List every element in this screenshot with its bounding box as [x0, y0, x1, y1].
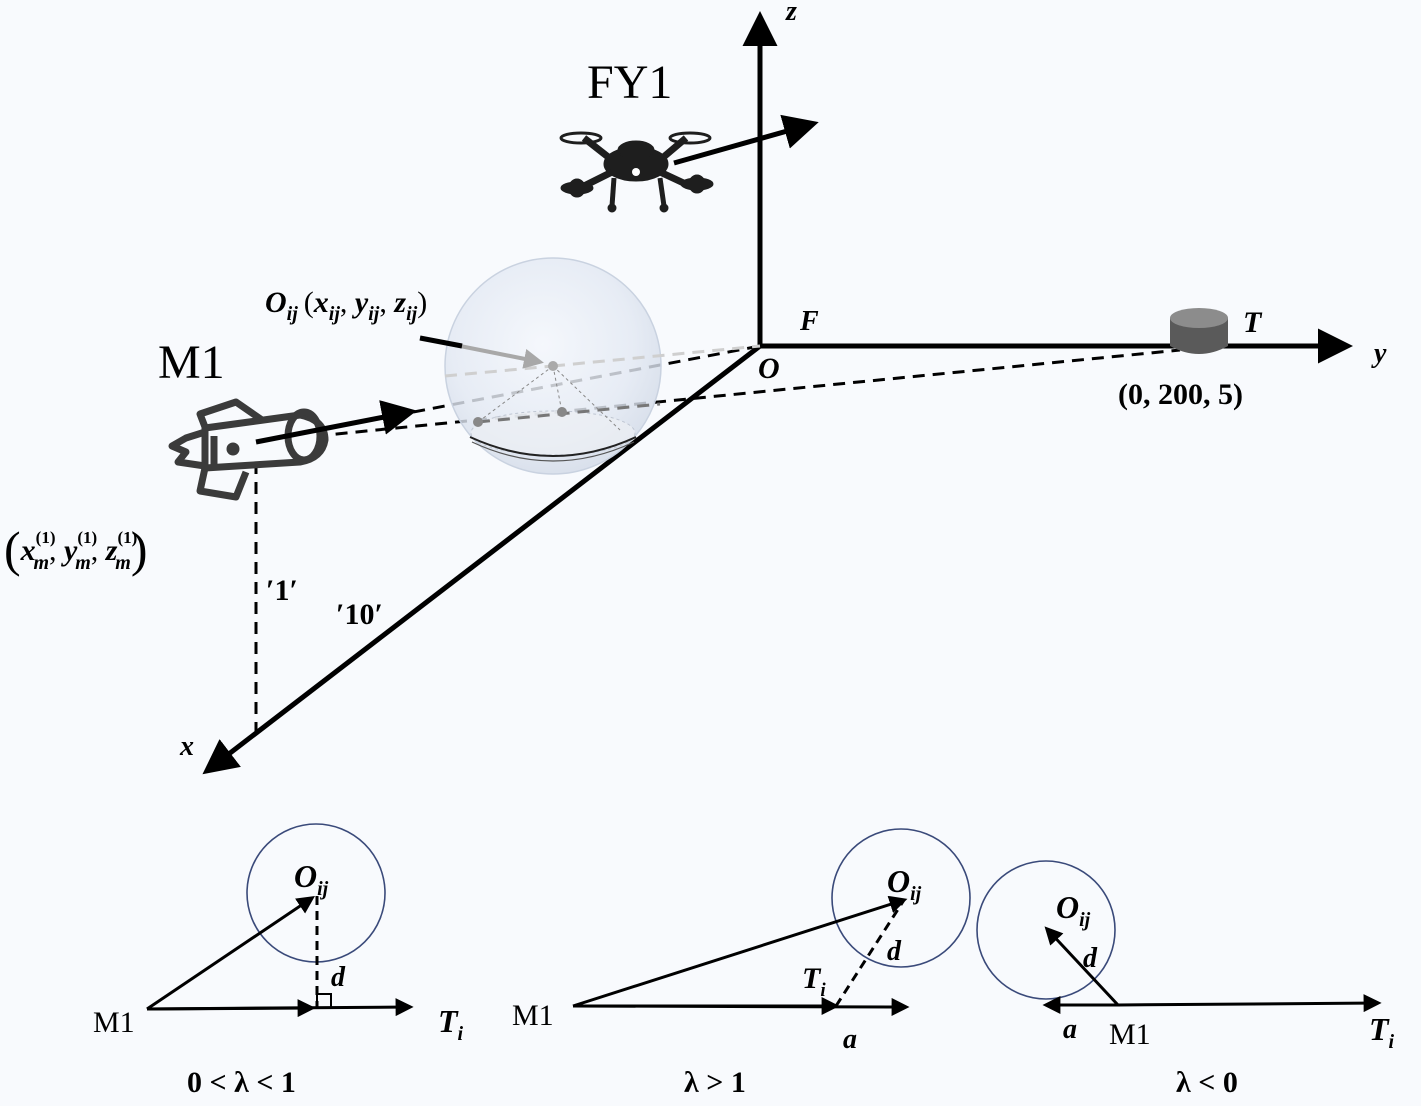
- case-1-distance-label: d: [331, 962, 346, 993]
- case-3-distance-label: d: [1083, 943, 1098, 974]
- smoke-sphere: [419, 257, 761, 475]
- sphere-inner-dashed-2: [477, 402, 661, 424]
- case-3-vector-to-center: [1044, 926, 1120, 1007]
- drone-icon: [559, 131, 714, 213]
- smoke-center-point: [548, 361, 558, 371]
- case-1-projection-arrow: [146, 999, 316, 1018]
- z-axis-label: z: [785, 0, 797, 27]
- distance-label-10: ′10′: [336, 598, 383, 631]
- case-2-diagram: M1 Oij d Ti a λ > 1: [512, 828, 971, 1099]
- case-3-diagram: Oij d a M1 Ti λ < 0: [976, 860, 1395, 1099]
- y-axis-label: y: [1371, 338, 1387, 369]
- smoke-center-label: Oij(xij, yij, zij): [265, 286, 427, 325]
- case-2-center-label: Oij: [887, 863, 922, 905]
- case-2-vector-to-center: [572, 895, 908, 1008]
- case-1-condition: 0 < λ < 1: [187, 1066, 296, 1099]
- missile-label: M1: [158, 336, 225, 389]
- case-1-vector-to-center: [146, 895, 315, 1011]
- case-2-distance-line: [834, 899, 906, 1007]
- target-icon: [1170, 308, 1228, 354]
- missile-velocity-arrow: [255, 400, 417, 445]
- case-2-condition: λ > 1: [684, 1066, 746, 1099]
- missile-icon: [168, 398, 329, 501]
- case-1-diagram: M1 Oij d Ti 0 < λ < 1: [93, 823, 464, 1099]
- case-1-origin-label: M1: [93, 1006, 135, 1039]
- x-axis: [202, 344, 762, 775]
- smoke-sphere-base: [470, 410, 636, 456]
- case-2-end-label: Ti: [802, 962, 826, 1001]
- case-3-direction-vector: [1117, 994, 1382, 1013]
- case-1-right-angle: [316, 993, 332, 1009]
- x-axis-label: x: [179, 731, 194, 762]
- sight-lines: [254, 344, 1181, 733]
- smoke-sphere-rim: [469, 436, 637, 457]
- case-1-center-label: Oij: [294, 858, 329, 900]
- case-3-center-label: Oij: [1056, 889, 1091, 931]
- case-3-origin-label: M1: [1109, 1018, 1151, 1051]
- distance-label-1: ′1′: [266, 574, 298, 607]
- missile-coords: (x(1)m, y(1)m, z(1)m): [4, 521, 148, 577]
- case-3-condition: λ < 0: [1176, 1066, 1238, 1099]
- case-3-direction-label: Ti: [1369, 1011, 1395, 1053]
- coordinate-axes: z y x O F: [179, 0, 1387, 775]
- sphere-inner-dashed-1: [552, 344, 761, 368]
- case-2-vector-label: a: [843, 1024, 857, 1055]
- drone-label: FY1: [587, 56, 672, 109]
- case-1-direction-label: Ti: [438, 1003, 464, 1045]
- case-2-origin-label: M1: [512, 999, 554, 1032]
- case-3-vector-label: a: [1063, 1014, 1077, 1045]
- drone-velocity-arrow: [673, 114, 819, 166]
- f-label: F: [799, 306, 819, 337]
- target-label: T: [1243, 306, 1263, 339]
- case-2-circle: [831, 828, 971, 968]
- origin-label: O: [758, 352, 780, 385]
- target-coords: (0, 200, 5): [1118, 378, 1243, 411]
- missile-to-target-line: [255, 348, 1181, 444]
- case-2-distance-label: d: [887, 936, 902, 967]
